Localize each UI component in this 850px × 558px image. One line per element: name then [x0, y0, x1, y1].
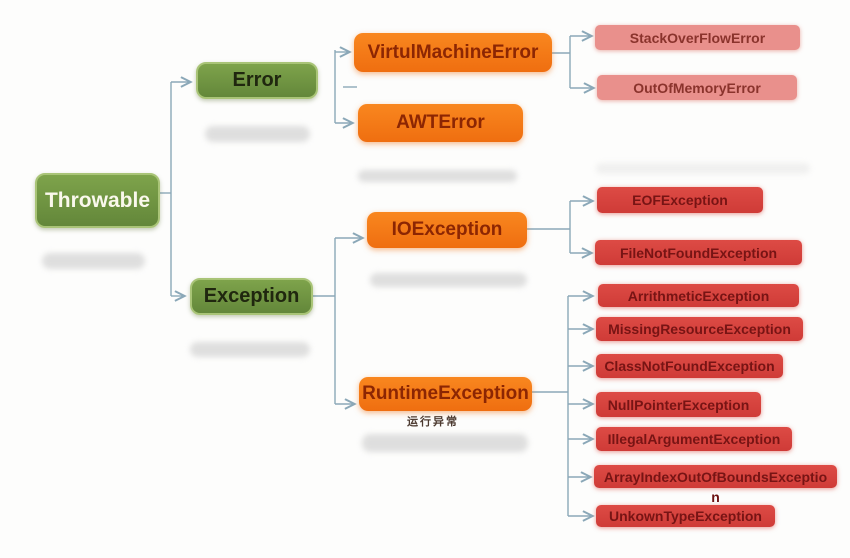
node-virtual-machine-error: VirtulMachineError — [354, 33, 552, 72]
node-array-index-out-of-bounds-exception: ArrayIndexOutOfBoundsExceptio — [594, 465, 837, 488]
node-exception: Exception — [190, 278, 313, 315]
blurred-text-placeholder — [358, 170, 517, 182]
node-illegal-argument-exception: IllegalArgumentException — [596, 427, 792, 451]
node-awt-error: AWTError — [358, 104, 523, 142]
node-io-exception: IOException — [367, 212, 527, 248]
node-missing-resource-exception: MissingResourceException — [596, 317, 803, 341]
node-out-of-memory-error: OutOfMemoryError — [597, 75, 797, 100]
node-stack-overflow-error: StackOverFlowError — [595, 25, 800, 50]
node-eof-exception: EOFException — [597, 187, 763, 213]
node-file-not-found-exception: FileNotFoundException — [595, 240, 802, 265]
array-index-overflow-char: n — [711, 489, 720, 505]
node-null-pointer-exception: NullPointerException — [596, 392, 761, 417]
blurred-text-placeholder — [362, 434, 528, 452]
blurred-text-placeholder — [205, 126, 310, 142]
blurred-text-placeholder — [42, 253, 145, 269]
node-error: Error — [196, 62, 318, 99]
node-class-not-found-exception: ClassNotFoundException — [596, 354, 783, 378]
blurred-text-placeholder — [596, 163, 810, 174]
blurred-text-placeholder — [190, 342, 310, 357]
runtime-exception-note: 运行异常 — [407, 416, 459, 428]
node-runtime-exception: RuntimeException — [359, 377, 532, 411]
node-unknown-type-exception: UnkownTypeException — [596, 505, 775, 527]
blurred-text-placeholder — [370, 273, 527, 287]
node-arithmetic-exception: ArrithmeticException — [598, 284, 799, 307]
node-throwable: Throwable — [35, 173, 160, 228]
